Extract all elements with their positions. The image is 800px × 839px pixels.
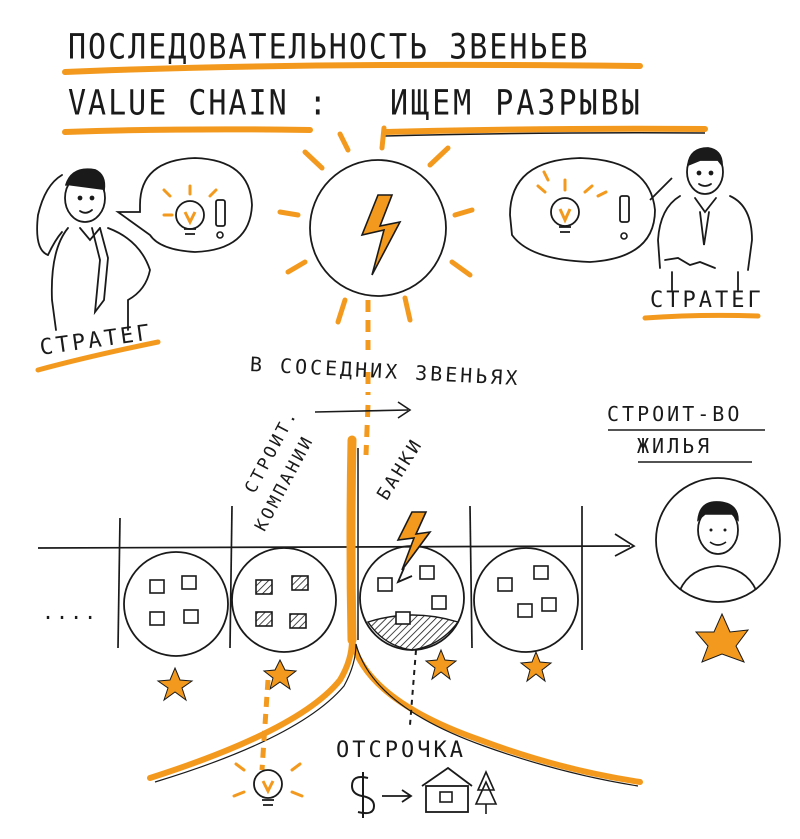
link-circle-4 bbox=[473, 547, 579, 653]
star-icon bbox=[156, 666, 194, 702]
arrow-icon bbox=[382, 789, 413, 803]
housing-construction-label-1: СТРОИТ-ВО bbox=[607, 402, 743, 426]
dashed-down-left bbox=[259, 679, 271, 771]
lightbulb-icon bbox=[536, 170, 608, 233]
star-icon bbox=[694, 612, 750, 663]
star-icon bbox=[424, 648, 458, 681]
lightning-icon bbox=[396, 511, 432, 584]
link-circle-2 bbox=[231, 547, 337, 653]
glow-rays bbox=[277, 125, 475, 325]
thought-bubble-left bbox=[115, 157, 253, 253]
thought-bubble-right bbox=[509, 157, 673, 263]
ellipsis-label: .... bbox=[42, 600, 99, 624]
title-underlines bbox=[62, 61, 708, 137]
dashed-down-banks bbox=[409, 649, 417, 726]
star-icon bbox=[519, 650, 553, 683]
lightning-icon bbox=[360, 194, 402, 276]
dollar-icon bbox=[350, 772, 376, 818]
connector-dashed bbox=[363, 300, 371, 456]
curve-right bbox=[349, 637, 643, 785]
exclamation-icon bbox=[215, 199, 226, 239]
title-value-chain: VALUE CHAIN : bbox=[68, 83, 329, 124]
tree-icon bbox=[474, 770, 498, 814]
lightbulb-icon bbox=[162, 184, 218, 235]
value-chain-axis bbox=[37, 505, 636, 650]
star-icon bbox=[262, 658, 298, 691]
lightbulb-icon bbox=[232, 762, 304, 806]
exclamation-icon bbox=[619, 195, 630, 240]
central-insight-circle bbox=[277, 125, 475, 325]
curve-left bbox=[147, 637, 355, 781]
strateg-left-underline bbox=[35, 339, 161, 373]
strateg-right-label: СТРАТЕГ bbox=[650, 288, 764, 313]
housing-construction-label-2: ЖИЛЬЯ bbox=[637, 434, 713, 458]
center-divider-orange bbox=[346, 435, 357, 645]
strategist-left-figure bbox=[36, 168, 151, 331]
link-circle-3 bbox=[359, 545, 465, 651]
strategist-right-figure bbox=[657, 147, 753, 291]
deferral-label: ОТСРОЧКА bbox=[336, 738, 466, 763]
customer-circle bbox=[655, 477, 781, 603]
strateg-right-underline bbox=[642, 312, 761, 321]
arrow-icon bbox=[314, 401, 412, 419]
house-icon bbox=[421, 766, 473, 813]
link-circle-1 bbox=[123, 551, 229, 657]
title-find-gaps: ИЩЕМ РАЗРЫВЫ bbox=[390, 83, 643, 124]
title-line-1: ПОСЛЕДОВАТЕЛЬНОСТЬ ЗВЕНЬЕВ bbox=[68, 27, 590, 68]
